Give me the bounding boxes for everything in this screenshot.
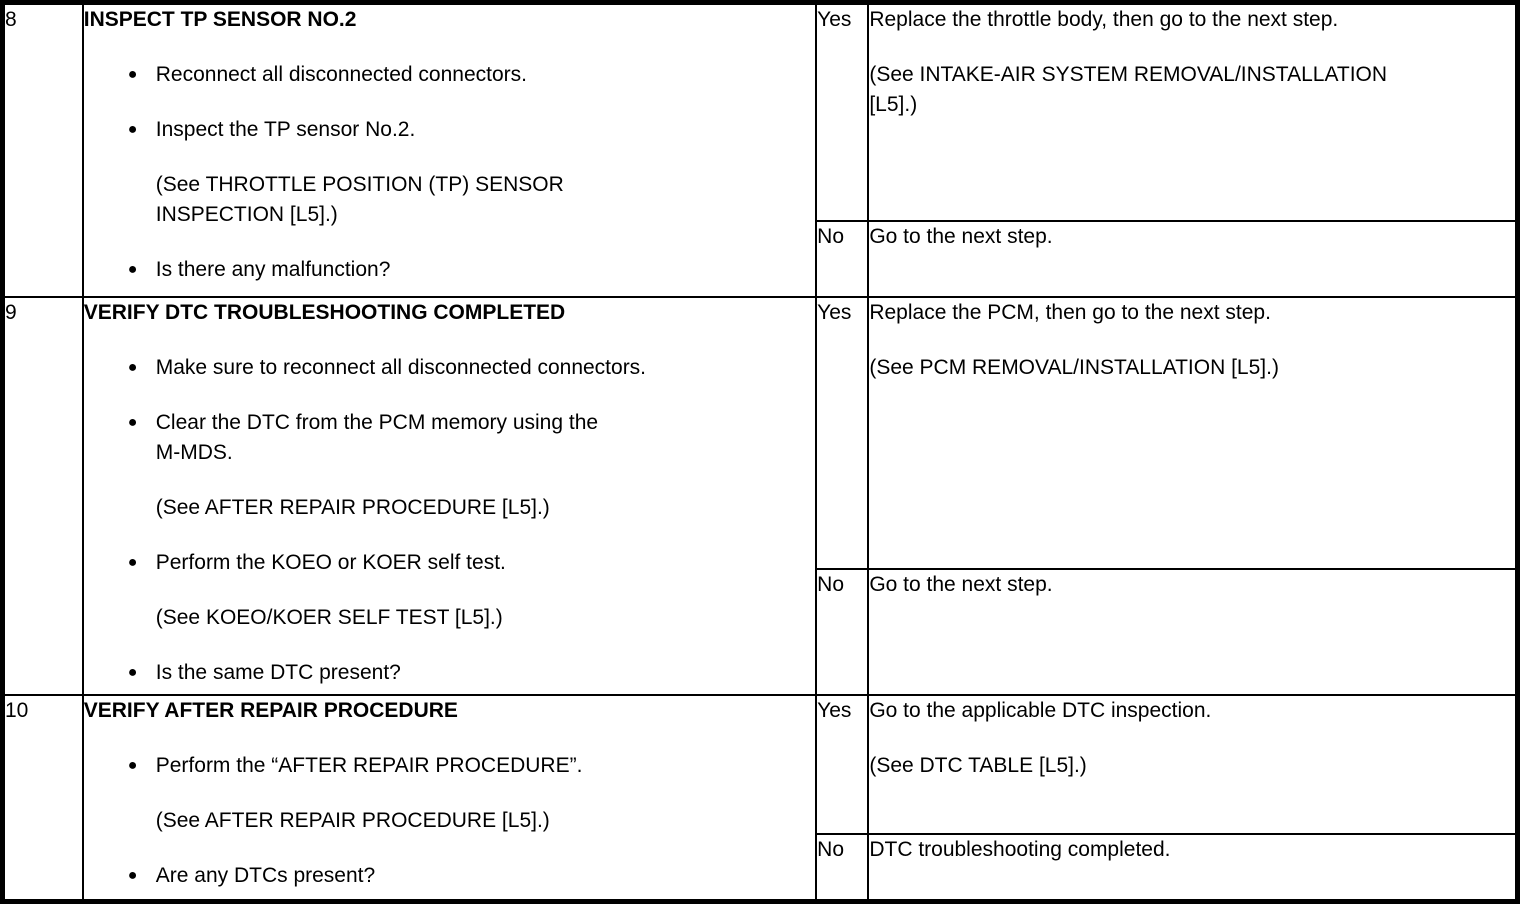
item-text: Perform the KOEO or KOER self test. <box>155 550 506 574</box>
step-number: 10 <box>5 698 29 722</box>
item-text: Make sure to reconnect all disconnected … <box>155 355 647 379</box>
step-title: VERIFY AFTER REPAIR PROCEDURE <box>83 698 458 722</box>
checklist-item: ● Perform the “AFTER REPAIR PROCEDURE”. <box>85 751 814 781</box>
item-text: Is there any malfunction? <box>155 258 391 281</box>
step-10-yes-action-cell: Go to the applicable DTC inspection. (Se… <box>867 693 1519 835</box>
checklist-item: ● Perform the KOEO or KOER self test. <box>85 548 814 578</box>
action-text: Go to the next step. <box>869 224 1053 248</box>
step-8-yes-cell: Yes <box>815 1 870 222</box>
step-8-no-cell: No <box>815 219 870 298</box>
step-title: VERIFY DTC TROUBLESHOOTING COMPLETED <box>83 300 566 324</box>
item-note: (See AFTER REPAIR PROCEDURE [L5].) <box>155 495 550 519</box>
action-text: Go to the applicable DTC inspection. <box>869 698 1212 722</box>
checklist-item: ● Inspect the TP sensor No.2. <box>85 115 814 145</box>
action-text: DTC troubleshooting completed. <box>869 837 1171 861</box>
step-10-no-cell: No <box>815 832 870 903</box>
step-9-no-action-cell: Go to the next step. <box>867 567 1519 696</box>
bullet-icon: ● <box>127 121 138 138</box>
checklist-item: ● Clear the DTC from the PCM memory usin… <box>85 408 814 468</box>
checklist-item: ● Make sure to reconnect all disconnecte… <box>85 353 814 383</box>
action-text: Replace the throttle body, then go to th… <box>869 8 1339 31</box>
bullet-icon: ● <box>127 358 138 376</box>
step-9-yes-row: 9 VERIFY DTC TROUBLESHOOTING COMPLETED ●… <box>1 295 1519 696</box>
action-text: Replace the PCM, then go to the next ste… <box>869 300 1271 324</box>
checklist-item: ● Are any DTCs present? <box>85 861 814 891</box>
step-10-no-row: No DTC troubleshooting completed. <box>3 832 1519 903</box>
step-8-no-row: No Go to the next step. <box>3 219 1519 298</box>
step-9-number-cell: 9 <box>1 295 84 696</box>
checklist-item: ● Reconnect all disconnected connectors. <box>85 60 814 90</box>
bullet-icon: ● <box>127 413 138 431</box>
bullet-icon: ● <box>127 663 138 681</box>
action-note: (See PCM REMOVAL/INSTALLATION [L5].) <box>869 355 1279 379</box>
bullet-icon: ● <box>127 756 138 774</box>
step-10-no-action-cell: DTC troubleshooting completed. <box>867 832 1519 903</box>
item-note: (See AFTER REPAIR PROCEDURE [L5].) <box>155 808 550 832</box>
checklist-item: ● Is the same DTC present? <box>85 658 814 688</box>
step-9-no-row: No Go to the next step. <box>3 567 1519 696</box>
step-10-yes-cell: Yes <box>815 693 870 835</box>
item-text: Inspect the TP sensor No.2. <box>155 118 416 141</box>
bullet-icon: ● <box>127 553 138 571</box>
step-8-yes-row: 8 INSPECT TP SENSOR NO.2 ● Reconnect all… <box>1 1 1519 298</box>
step-title: INSPECT TP SENSOR NO.2 <box>83 8 357 31</box>
action-note: (See DTC TABLE [L5].) <box>869 753 1087 777</box>
item-note: (See KOEO/KOER SELF TEST [L5].) <box>155 605 503 629</box>
bullet-icon: ● <box>127 66 138 83</box>
checklist-item: ● Is there any malfunction? <box>85 255 814 285</box>
step-9-yes-action-cell: Replace the PCM, then go to the next ste… <box>867 295 1519 570</box>
bullet-icon: ● <box>127 866 138 884</box>
step-number: 9 <box>5 300 17 324</box>
step-8-no-action-cell: Go to the next step. <box>867 219 1519 298</box>
action-note: (See INTAKE-AIR SYSTEM REMOVAL/INSTALLAT… <box>869 63 1388 116</box>
item-text: Reconnect all disconnected connectors. <box>155 63 527 86</box>
step-10-description-cell: VERIFY AFTER REPAIR PROCEDURE ● Perform … <box>81 693 818 903</box>
step-10-number-cell: 10 <box>1 693 84 903</box>
item-text: Clear the DTC from the PCM memory using … <box>155 410 599 464</box>
item-note: (See THROTTLE POSITION (TP) SENSOR INSPE… <box>155 173 564 226</box>
step-8-number-cell: 8 <box>1 1 84 298</box>
step-8-description-cell: INSPECT TP SENSOR NO.2 ● Reconnect all d… <box>81 1 818 298</box>
item-text: Are any DTCs present? <box>155 863 376 887</box>
action-text: Go to the next step. <box>869 572 1053 596</box>
step-9-yes-cell: Yes <box>815 295 870 570</box>
step-number: 8 <box>5 8 17 31</box>
item-text: Perform the “AFTER REPAIR PROCEDURE”. <box>155 753 583 777</box>
bullet-icon: ● <box>127 261 138 278</box>
step-9-no-cell: No <box>815 567 870 696</box>
step-8-yes-action-cell: Replace the throttle body, then go to th… <box>867 1 1519 222</box>
step-9-description-cell: VERIFY DTC TROUBLESHOOTING COMPLETED ● M… <box>81 295 818 696</box>
step-10-yes-row: 10 VERIFY AFTER REPAIR PROCEDURE ● Perfo… <box>1 693 1519 903</box>
item-text: Is the same DTC present? <box>155 660 401 684</box>
